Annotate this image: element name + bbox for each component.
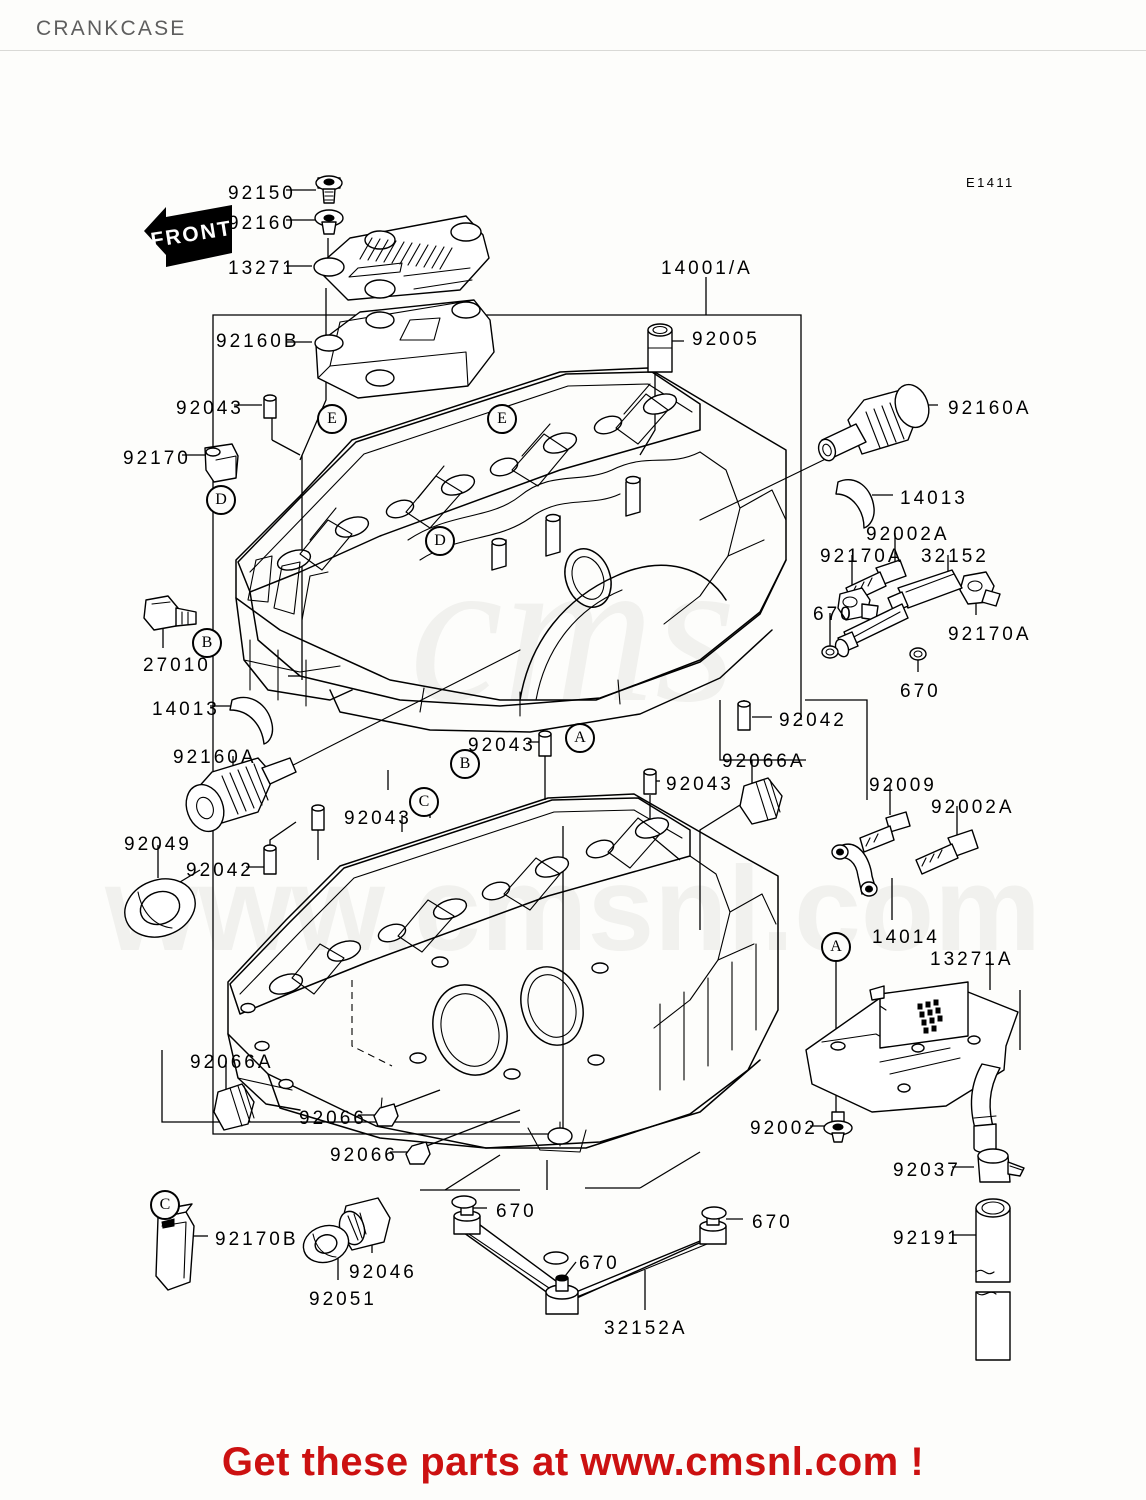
part-92042-pins [264, 701, 750, 874]
part-92049-seal [117, 869, 204, 946]
part-callout-92066A-c: 92066A [722, 751, 806, 772]
part-callout-92066-b1: 92066 [299, 1108, 367, 1129]
part-92009-screw [860, 812, 910, 852]
part-callout-92160: 92160 [228, 213, 296, 234]
part-callout-92002A-b: 92002A [931, 797, 1015, 818]
part-callout-14013-l: 14013 [152, 699, 220, 720]
ref-letter-D1: D [206, 485, 236, 515]
part-callout-670-r1: 670 [813, 604, 854, 625]
part-14013-right-shell [836, 480, 874, 528]
header-divider [0, 50, 1146, 51]
part-92066-plug-1 [374, 1104, 398, 1126]
part-callout-13271A: 13271A [930, 949, 1014, 970]
part-callout-92043-l: 92043 [176, 398, 244, 419]
ref-letter-B1: B [192, 628, 222, 658]
ref-letter-D2: D [425, 526, 455, 556]
part-callout-92037: 92037 [893, 1160, 961, 1181]
ref-letter-B2: B [450, 749, 480, 779]
part-callout-92002: 92002 [750, 1118, 818, 1139]
part-callout-92170A-1: 92170A [820, 546, 904, 567]
lower-crankcase-half [228, 794, 778, 1152]
part-callout-27010: 27010 [143, 655, 211, 676]
part-92160A-right [816, 380, 935, 463]
front-direction-indicator: FRONT [140, 193, 236, 277]
part-callout-92002A-r: 92002A [866, 524, 950, 545]
part-callout-92046: 92046 [349, 1262, 417, 1283]
part-callout-670-r2: 670 [900, 681, 941, 702]
part-callout-92170: 92170 [123, 448, 191, 469]
part-92066-plug-2 [406, 1142, 430, 1164]
part-13271-bracket [314, 216, 489, 300]
part-callout-32152A: 32152A [604, 1318, 688, 1339]
part-callout-92043-c2: 92043 [468, 735, 536, 756]
part-callout-13271: 13271 [228, 258, 296, 279]
part-92037-clamp [978, 1149, 1024, 1182]
part-92160A-left [180, 758, 296, 837]
part-callout-92043-c3: 92043 [666, 774, 734, 795]
part-92005-fitting [648, 324, 672, 372]
part-callout-92051: 92051 [309, 1289, 377, 1310]
part-callout-670-b2: 670 [752, 1212, 793, 1233]
ref-letter-A2: A [821, 932, 851, 962]
part-14014-arm [832, 844, 877, 896]
part-callout-14013-r: 14013 [900, 488, 968, 509]
part-92170A-right [960, 572, 1000, 606]
part-27010-switch [144, 596, 196, 630]
part-13271A-baffle [806, 982, 1018, 1153]
part-92150-bolt [316, 176, 342, 203]
part-92002A-bottom [916, 830, 978, 874]
ref-letter-E2: E [487, 404, 517, 434]
part-callout-92160B: 92160B [216, 331, 300, 352]
part-callout-92009: 92009 [869, 775, 937, 796]
part-callout-14001A: 14001/A [661, 258, 753, 279]
part-callout-92043-c1: 92043 [344, 808, 412, 829]
part-callout-92150: 92150 [228, 183, 296, 204]
part-callout-92066-b2: 92066 [330, 1145, 398, 1166]
ref-letter-C2: C [150, 1190, 180, 1220]
part-92002-bolt [824, 1112, 852, 1142]
part-92043-dowels [264, 395, 656, 830]
diagram-code: E1411 [966, 175, 1015, 190]
part-92066A-plug-upper [740, 778, 782, 824]
part-92046-bearing [335, 1198, 390, 1250]
part-92160B-cover [315, 300, 494, 398]
part-callout-92042-c: 92042 [779, 710, 847, 731]
part-32152A-pipe [452, 1196, 726, 1314]
part-92160-washer [315, 210, 343, 234]
part-92066A-plug-lower [214, 1084, 254, 1130]
svg-text:cms: cms [410, 514, 737, 746]
ref-letter-C1: C [409, 787, 439, 817]
upper-crankcase-half [236, 368, 840, 790]
part-callout-92170B: 92170B [215, 1229, 299, 1250]
page-title: CRANKCASE [36, 17, 187, 40]
part-callout-14014: 14014 [872, 927, 940, 948]
part-92051-seal [299, 1220, 354, 1268]
part-callout-670-b1: 670 [496, 1201, 537, 1222]
part-callout-92160A-r: 92160A [948, 398, 1032, 419]
part-callout-92005: 92005 [692, 329, 760, 350]
part-callout-92049: 92049 [124, 834, 192, 855]
part-32152-pipe [822, 570, 962, 660]
footer-promo: Get these parts at www.cmsnl.com ! [221, 1440, 925, 1484]
part-92170-clamp [205, 444, 238, 482]
ref-letter-E1: E [317, 404, 347, 434]
part-callout-670-b3: 670 [579, 1253, 620, 1274]
part-callout-92191: 92191 [893, 1228, 961, 1249]
part-14013-left-shell [230, 697, 273, 744]
part-callout-92160A-l: 92160A [173, 747, 257, 768]
part-92191-hose [976, 1199, 1010, 1360]
ref-letter-A1: A [565, 723, 595, 753]
part-callout-92170A-2: 92170A [948, 624, 1032, 645]
part-callout-92042-l: 92042 [186, 860, 254, 881]
part-92170A-left [838, 588, 878, 620]
part-callout-32152: 32152 [921, 546, 989, 567]
part-callout-92066A-b: 92066A [190, 1052, 274, 1073]
